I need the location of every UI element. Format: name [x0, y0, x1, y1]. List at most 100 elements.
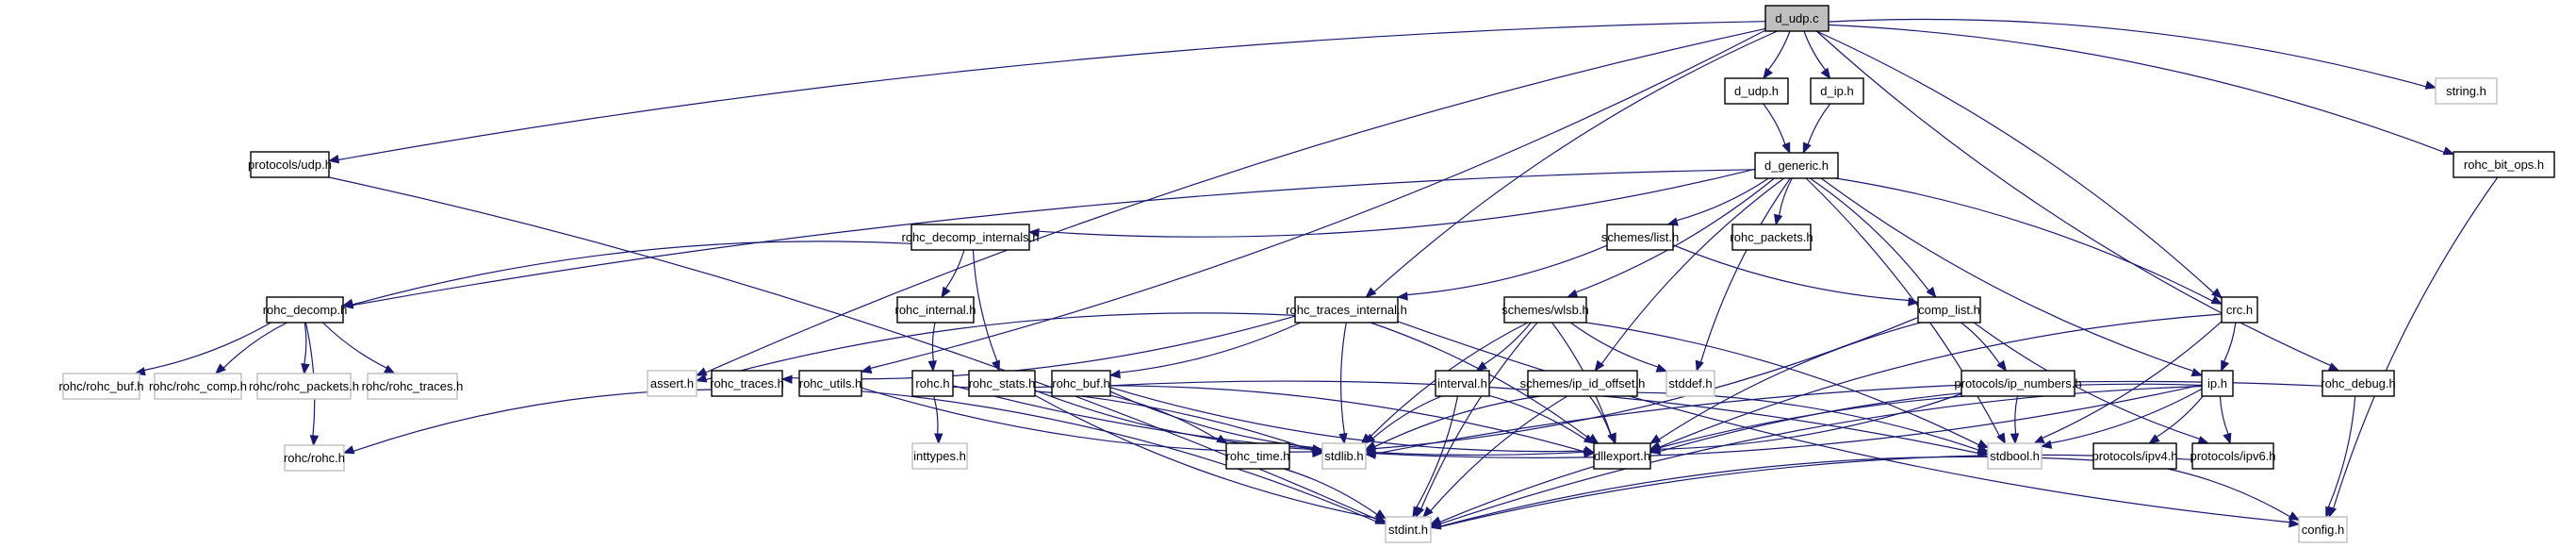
- arrowhead-icon: [1996, 432, 2007, 445]
- node-d-ip-h[interactable]: d_ip.h: [1810, 77, 1864, 105]
- node-rohc-decomp-internals-h[interactable]: rohc_decomp_internals.h: [902, 224, 1040, 251]
- edge-rohc-decomp-h-to-rohc-rohc-comp-h: [214, 322, 287, 374]
- node-box: [1294, 296, 1399, 324]
- node-rohc-traces-internal-h[interactable]: rohc_traces_internal.h: [1286, 296, 1407, 324]
- arrowhead-icon: [1396, 291, 1408, 301]
- edge-line: [2042, 321, 2223, 440]
- node-interval-h[interactable]: interval.h: [1435, 370, 1490, 397]
- node-box: [1527, 370, 1638, 397]
- arrowhead-icon: [695, 374, 708, 383]
- node-rohc-bit-ops-h[interactable]: rohc_bit_ops.h: [2453, 151, 2555, 178]
- node-ip-h[interactable]: ip.h: [2201, 370, 2234, 397]
- node-crc-h[interactable]: crc.h: [2221, 296, 2258, 324]
- node-label: rohc/rohc_traces.h: [362, 379, 464, 393]
- edge-d-generic-h-to-rohc-packets-h: [1773, 177, 1793, 226]
- edge-interval-h-to-stdint-h: [1412, 395, 1459, 519]
- arrowhead-icon: [1996, 359, 2008, 373]
- edge-line: [2327, 395, 2356, 508]
- node-box: [62, 373, 140, 400]
- arrowhead-icon: [1594, 359, 1605, 373]
- edge-line: [705, 27, 1766, 374]
- node-protocols-ipv4-h[interactable]: protocols/ipv4.h: [2092, 442, 2178, 470]
- node-box: [911, 224, 1030, 251]
- edge-line: [1828, 24, 2445, 153]
- edge-line: [1815, 30, 2332, 367]
- edge-comp-list-h-to-dllexport-h: [1649, 322, 1921, 444]
- arrowhead-icon: [934, 433, 943, 445]
- node-protocols-ipv6-h[interactable]: protocols/ipv6.h: [2190, 442, 2276, 470]
- edge-line: [1397, 321, 2290, 523]
- node-label: d_ip.h: [1820, 84, 1853, 98]
- edge-line: [222, 322, 287, 369]
- edge-d-udp-c-to-rohc-traces-internal-h: [1365, 30, 1778, 298]
- node-comp-list-h[interactable]: comp_list.h: [1917, 296, 1981, 324]
- node-d-udp-h[interactable]: d_udp.h: [1724, 77, 1789, 105]
- node-box: [1051, 370, 1111, 397]
- node-schemes-list-h[interactable]: schemes/list.h: [1601, 224, 1679, 251]
- edge-line: [1109, 394, 1219, 440]
- node-rohc-debug-h[interactable]: rohc_debug.h: [2321, 370, 2396, 397]
- node-rohc-h[interactable]: rohc.h: [911, 370, 954, 397]
- node-label: rohc/rohc.h: [284, 451, 345, 465]
- edge-d-udp-c-to-d-udp-h: [1763, 30, 1791, 80]
- edge-line: [1585, 322, 1979, 446]
- node-rohc-decomp-h[interactable]: rohc_decomp.h: [263, 296, 348, 324]
- node-dllexport-h[interactable]: dllexport.h: [1593, 442, 1651, 470]
- arrowhead-icon: [301, 363, 310, 375]
- node-box: [1503, 296, 1587, 324]
- edge-rohc-traces-internal-h-to-config-h: [1397, 321, 2301, 528]
- node-d-generic-h[interactable]: d_generic.h: [1754, 152, 1839, 179]
- edge-d-udp-c-to-assert-h: [695, 27, 1766, 376]
- node-rohc-buf-h[interactable]: rohc_buf.h: [1051, 370, 1111, 397]
- edge-protocols-ip-numbers-h-to-dllexport-h: [1649, 392, 1962, 456]
- edge-line: [1828, 18, 2427, 88]
- edge-line: [352, 169, 1756, 307]
- node-box: [154, 373, 242, 400]
- node-box: [2322, 370, 2395, 397]
- node-rohc-traces-h[interactable]: rohc_traces.h: [710, 370, 784, 397]
- node-label: rohc/rohc_buf.h: [58, 379, 143, 393]
- node-label: protocols/ipv6.h: [2190, 449, 2275, 463]
- edge-line: [1659, 383, 2203, 453]
- node-label: rohc_traces.h: [710, 376, 784, 390]
- edge-d-generic-h-to-stdbool-h: [1805, 177, 2007, 445]
- node-config-h: config.h: [2298, 516, 2348, 543]
- node-box: [2453, 151, 2555, 178]
- node-rohc-utils-h[interactable]: rohc_utils.h: [798, 370, 862, 397]
- edge-rohc-debug-h-to-stdlib-h: [1364, 380, 2323, 457]
- edge-line: [1763, 103, 1786, 145]
- edge-line: [2333, 176, 2499, 509]
- edge-d-udp-c-to-rohc-bit-ops-h: [1828, 24, 2455, 156]
- node-label: rohc_utils.h: [799, 376, 861, 390]
- arrowhead-icon: [1312, 444, 1324, 454]
- arrowhead-icon: [2210, 295, 2223, 305]
- edge-d-generic-h-to-rohc-decomp-h: [341, 169, 1756, 309]
- node-label: protocols/ip_numbers.h: [1954, 376, 2081, 390]
- node-d-udp-c[interactable]: d_udp.c: [1764, 5, 1829, 32]
- node-schemes-ip-id-offset-h[interactable]: schemes/ip_id_offset.h: [1520, 370, 1646, 397]
- arrowhead-icon: [327, 154, 340, 164]
- node-box: [1321, 442, 1367, 470]
- edge-line: [1483, 322, 1532, 365]
- node-rohc-internal-h[interactable]: rohc_internal.h: [895, 296, 976, 324]
- edge-line: [1809, 177, 1929, 291]
- node-rohc-stats-h[interactable]: rohc_stats.h: [968, 370, 1036, 397]
- node-stdlib-h: stdlib.h: [1321, 442, 1367, 470]
- edge-d-udp-c-to-protocols-udp-h: [327, 21, 1766, 164]
- edge-line: [1676, 177, 1769, 222]
- arrowhead-icon: [1374, 509, 1387, 520]
- node-box: [911, 442, 968, 470]
- edge-rohc-traces-internal-h-to-assert-h: [695, 312, 1296, 383]
- node-schemes-wlsb-h[interactable]: schemes/wlsb.h: [1501, 296, 1589, 324]
- edge-line: [2156, 395, 2204, 438]
- edge-rohc-stats-h-to-stdint-h: [1034, 394, 1387, 524]
- node-rohc-packets-h[interactable]: rohc_packets.h: [1730, 224, 1813, 251]
- node-protocols-udp-h[interactable]: protocols/udp.h: [248, 151, 332, 178]
- node-rohc-time-h[interactable]: rohc_time.h: [1225, 442, 1290, 470]
- arrowhead-icon: [1363, 433, 1376, 444]
- node-protocols-ip-numbers-h[interactable]: protocols/ip_numbers.h: [1954, 370, 2082, 397]
- arrowhead-icon: [1364, 448, 1377, 457]
- node-box: [1665, 370, 1715, 397]
- node-box: [2092, 442, 2177, 470]
- arrowhead-icon: [1977, 443, 1990, 453]
